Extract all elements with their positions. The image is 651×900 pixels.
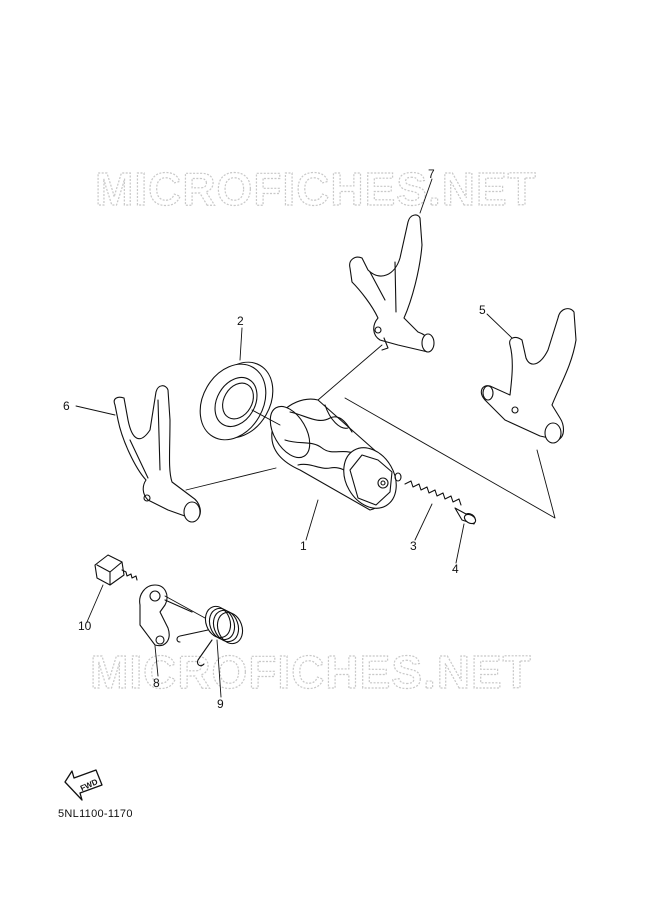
fwd-arrow-icon [64,769,103,801]
callout-7: 7 [428,167,435,181]
callout-4: 4 [452,562,459,576]
bolt [94,554,138,586]
callout-10: 10 [78,619,92,633]
torsion-spring [176,605,244,667]
spring [404,480,462,506]
shift-fork-upper [349,214,435,353]
watermark-bottom: MICROFICHES.NET [90,646,532,698]
shift-fork-left [113,385,201,523]
assembly-lines [164,344,556,619]
callout-3: 3 [410,539,417,553]
callout-6: 6 [63,399,70,413]
callout-9: 9 [217,697,224,711]
callout-5: 5 [479,303,486,317]
bearing [199,361,274,441]
part-code: 5NL1100-1170 [58,808,133,820]
callout-8: 8 [153,676,160,690]
shift-fork-right [480,308,577,444]
watermark-top: MICROFICHES.NET [95,163,537,215]
callout-1: 1 [300,539,307,553]
callout-leaders [75,178,513,698]
pin [454,507,477,525]
stopper-lever [139,584,193,647]
shift-drum [269,398,402,511]
callout-2: 2 [237,314,244,328]
